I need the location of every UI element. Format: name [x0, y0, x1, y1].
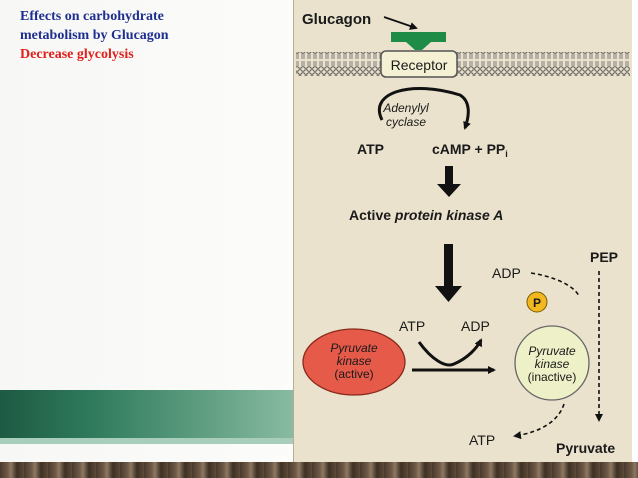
to-atp-dashed-arrow [513, 403, 565, 440]
receptor-box [380, 50, 458, 78]
receptor-label: Receptor [391, 57, 448, 73]
decorative-green-stripe [0, 438, 300, 444]
pathway-svg: Glucagon Receptor Adenylyl cyclase ATP c… [296, 11, 630, 456]
phosphate-label: P [533, 296, 541, 310]
camp-label: cAMP + PPi [432, 141, 508, 159]
down-arrow-1-shaft [445, 166, 453, 186]
decorative-green-band [0, 390, 300, 438]
adenylyl-cyclase-arrow [378, 87, 471, 130]
atp-top-label: ATP [357, 141, 384, 157]
slide-title-line-2: metabolism by Glucagon [20, 28, 169, 43]
pk-inactive-line3: (inactive) [528, 370, 577, 384]
slide-title-block: Effects on carbohydrate metabolism by Gl… [20, 7, 290, 64]
glucagon-molecule-shape [391, 32, 446, 50]
atp-mid-label: ATP [399, 318, 425, 334]
atp-adp-curved-arrow [417, 338, 483, 367]
pk-active-line2: kinase [337, 354, 372, 368]
pyruvate-kinase-active-shape [302, 328, 406, 396]
atp-bottom-label: ATP [469, 432, 495, 448]
pk-inactive-line1: Pyruvate [528, 344, 576, 358]
adp-mid-label: ADP [461, 318, 490, 334]
slide-title-line-1: Effects on carbohydrate [20, 9, 164, 24]
cell-membrane [296, 52, 630, 76]
pk-active-line1: Pyruvate [330, 341, 378, 355]
glucagon-arrow [383, 16, 418, 30]
phosphate-circle [526, 291, 548, 313]
glucagon-pathway-diagram: Glucagon Receptor Adenylyl cyclase ATP c… [293, 0, 632, 462]
adenylyl-label: Adenylyl [382, 101, 429, 115]
adp-right-label: ADP [492, 265, 521, 281]
pk-inactive-line2: kinase [535, 357, 570, 371]
glucagon-label: Glucagon [302, 11, 371, 28]
pyruvate-label: Pyruvate [556, 440, 615, 456]
slide-subtitle: Decrease glycolysis [20, 47, 134, 62]
pk-active-line3: (active) [334, 367, 373, 381]
pyruvate-kinase-inactive-shape [514, 325, 590, 401]
down-arrow-2-shaft [444, 244, 453, 288]
cyclase-label: cyclase [386, 115, 426, 129]
decorative-wood-strip [0, 462, 638, 478]
adp-dashed-line [530, 272, 580, 297]
down-arrow-2-head [435, 286, 462, 302]
active-pka-label: Active protein kinase A [349, 207, 503, 223]
pep-label: PEP [590, 249, 618, 265]
down-arrow-1-head [437, 184, 461, 197]
